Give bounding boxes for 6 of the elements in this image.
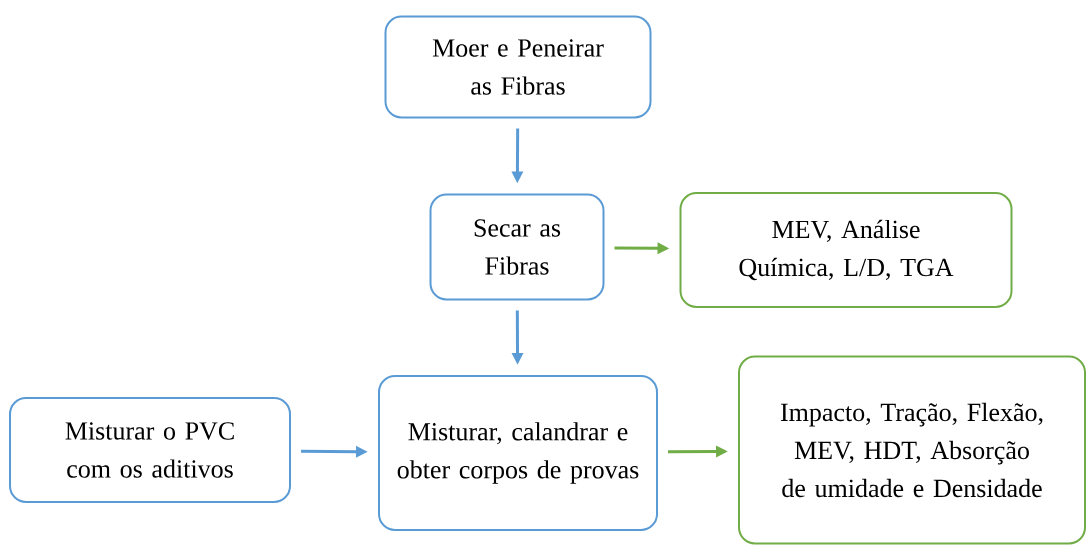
process-box: MEV, Análise Química, L/D, TGA <box>679 192 1013 308</box>
process-box: Moer e Peneirar as Fibras <box>384 15 652 119</box>
process-box: Secar as Fibras <box>429 193 605 301</box>
process-box: Misturar, calandrar e obter corpos de provas <box>378 375 658 531</box>
process-box: Impacto, Tração, Flexão, MEV, HDT, Absorção de umidade e Densidade <box>738 355 1086 545</box>
process-box: Misturar o PVC com os aditivos <box>9 397 291 503</box>
